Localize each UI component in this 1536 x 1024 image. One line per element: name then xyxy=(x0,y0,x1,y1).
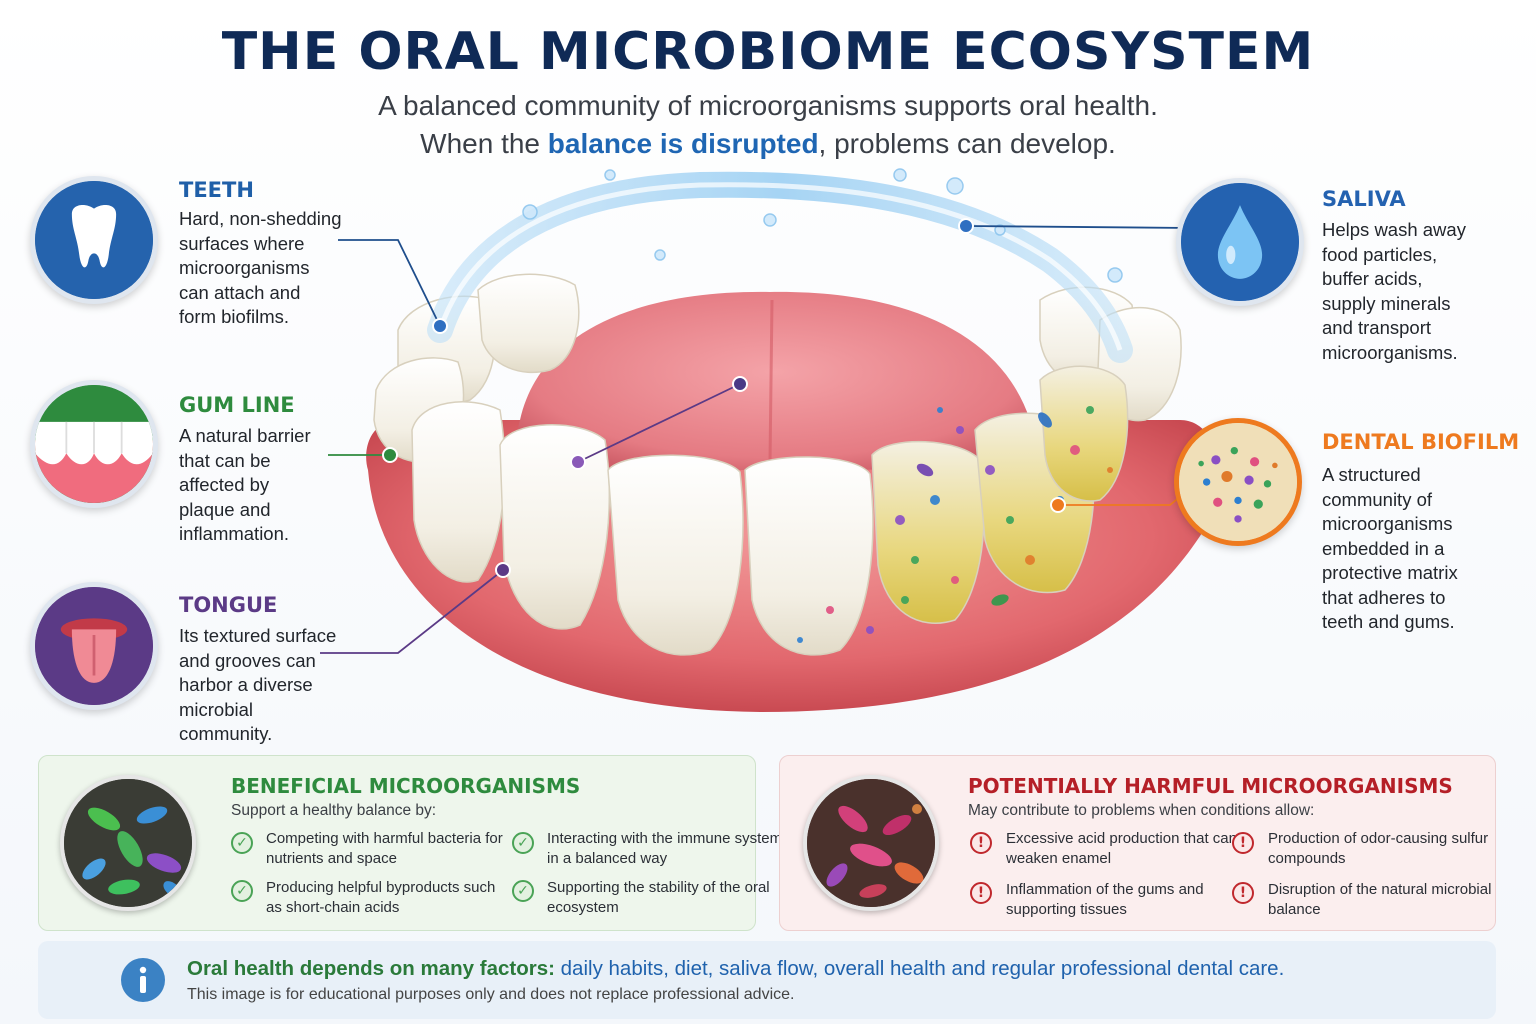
tongue-line: Its textured surface xyxy=(179,625,337,646)
gum-line-line: affected by xyxy=(179,474,270,495)
biofilm-icon xyxy=(1179,423,1297,541)
harmful-panel: POTENTIALLY HARMFUL MICROORGANISMS May c… xyxy=(779,755,1496,931)
saliva-line: Helps wash away xyxy=(1322,219,1466,240)
saliva-line: food particles, xyxy=(1322,243,1438,265)
harmful-subtitle: May contribute to problems when conditio… xyxy=(968,802,1315,819)
harmful-microbes-image xyxy=(803,775,939,911)
alert-icon: ! xyxy=(970,832,992,854)
footer-disclaimer: This image is for educational purposes o… xyxy=(187,986,795,1003)
biofilm-line: teeth and gums. xyxy=(1322,611,1455,632)
biofilm-line: embedded in a xyxy=(1322,537,1445,559)
saliva-description: Helps wash away food particles, buffer a… xyxy=(1322,218,1466,365)
biofilm-line: microorganisms xyxy=(1322,513,1453,534)
gum-line-line: inflammation. xyxy=(179,523,290,544)
beneficial-panel: BENEFICIAL MICROORGANISMS Support a heal… xyxy=(38,755,782,931)
tongue-line: community. xyxy=(179,723,273,744)
harmful-item: Excessive acid production that can weake… xyxy=(1006,830,1237,867)
page-title: THE ORAL MICROBIOME ECOSYSTEM xyxy=(221,22,1315,82)
teeth-line: Hard, non-shedding xyxy=(179,208,342,229)
beneficial-subtitle: Support a healthy balance by: xyxy=(231,802,437,819)
beneficial-bacteria-icon xyxy=(64,779,192,907)
gum-line-icon-circle xyxy=(30,380,158,508)
gum-line-line: that can be xyxy=(179,449,271,471)
info-icon xyxy=(121,958,165,1002)
tongue-title: TONGUE xyxy=(179,593,278,617)
saliva-line: supply minerals xyxy=(1322,292,1451,314)
harmful-item: Inflammation of the gums and supporting … xyxy=(1006,881,1204,918)
tongue-line: and grooves can xyxy=(179,649,316,671)
biofilm-line: that adheres to xyxy=(1322,586,1446,608)
footer-note-box: Oral health depends on many factors: dai… xyxy=(38,941,1496,1019)
tongue-line: harbor a diverse xyxy=(179,674,313,695)
teeth-title: TEETH xyxy=(179,178,254,202)
footer-main-green: Oral health depends on many factors: xyxy=(187,957,555,980)
footer-main-blue: daily habits, diet, saliva flow, overall… xyxy=(560,957,1285,980)
biofilm-description: A structured community of microorganisms… xyxy=(1322,463,1458,635)
check-icon: ✓ xyxy=(512,832,534,854)
harmful-bacteria-icon xyxy=(807,779,935,907)
tongue-description: Its textured surface and grooves can har… xyxy=(179,624,336,747)
alert-icon: ! xyxy=(970,882,992,904)
saliva-icon-circle xyxy=(1176,178,1304,306)
gum-icon xyxy=(35,385,153,503)
subtitle-line-2: When the balance is disrupted, problems … xyxy=(0,128,1536,160)
gum-line-title: GUM LINE xyxy=(179,393,295,417)
biofilm-line: protective matrix xyxy=(1322,562,1458,583)
teeth-description: Hard, non-shedding surfaces where microo… xyxy=(179,207,342,330)
check-icon: ✓ xyxy=(231,832,253,854)
gum-line-line: plaque and xyxy=(179,498,271,520)
beneficial-item: Interacting with the immune system in a … xyxy=(547,830,783,867)
saliva-line: microorganisms. xyxy=(1322,341,1458,363)
teeth-line: microorganisms xyxy=(179,257,310,278)
subtitle-line-1: A balanced community of microorganisms s… xyxy=(378,90,1158,121)
tongue-line: microbial xyxy=(179,698,254,720)
check-icon: ✓ xyxy=(512,880,534,902)
water-drop-icon xyxy=(1181,183,1299,301)
gum-line-line: A natural barrier xyxy=(179,425,311,446)
harmful-item: Disruption of the natural microbial bala… xyxy=(1268,881,1492,918)
tongue-icon xyxy=(35,587,153,705)
biofilm-line: community of xyxy=(1322,488,1433,510)
check-icon: ✓ xyxy=(231,880,253,902)
beneficial-title: BENEFICIAL MICROORGANISMS xyxy=(231,774,581,798)
beneficial-microbes-image xyxy=(60,775,196,911)
alert-icon: ! xyxy=(1232,882,1254,904)
teeth-line: surfaces where xyxy=(179,232,305,254)
harmful-item: Production of odor-causing sulfur compou… xyxy=(1268,830,1489,867)
saliva-line: buffer acids, xyxy=(1322,268,1423,289)
saliva-title: SALIVA xyxy=(1322,187,1406,211)
bacteria-cluster xyxy=(797,406,1113,643)
subtitle-highlight: balance is disrupted xyxy=(547,128,819,159)
teeth-line: form biofilms. xyxy=(179,306,289,327)
teeth-line: can attach and xyxy=(179,281,301,303)
tooth-icon xyxy=(35,181,153,299)
beneficial-item: Competing with harmful bacteria for nutr… xyxy=(266,830,503,867)
gum-line-description: A natural barrier that can be affected b… xyxy=(179,424,311,547)
beneficial-item: Producing helpful byproducts such as sho… xyxy=(266,879,496,916)
biofilm-line: A structured xyxy=(1322,464,1421,485)
teeth-icon-circle xyxy=(30,176,158,304)
footer-main-text: Oral health depends on many factors: dai… xyxy=(187,957,1284,981)
biofilm-icon-circle xyxy=(1174,418,1302,546)
subtitle-text-before: When the xyxy=(420,128,541,159)
beneficial-item: Supporting the stability of the oral eco… xyxy=(547,879,770,916)
tongue-icon-circle xyxy=(30,582,158,710)
harmful-title: POTENTIALLY HARMFUL MICROORGANISMS xyxy=(968,774,1453,798)
subtitle-text-after: , problems can develop. xyxy=(818,128,1116,159)
alert-icon: ! xyxy=(1232,832,1254,854)
saliva-line: and transport xyxy=(1322,317,1432,338)
biofilm-title: DENTAL BIOFILM xyxy=(1322,430,1520,454)
